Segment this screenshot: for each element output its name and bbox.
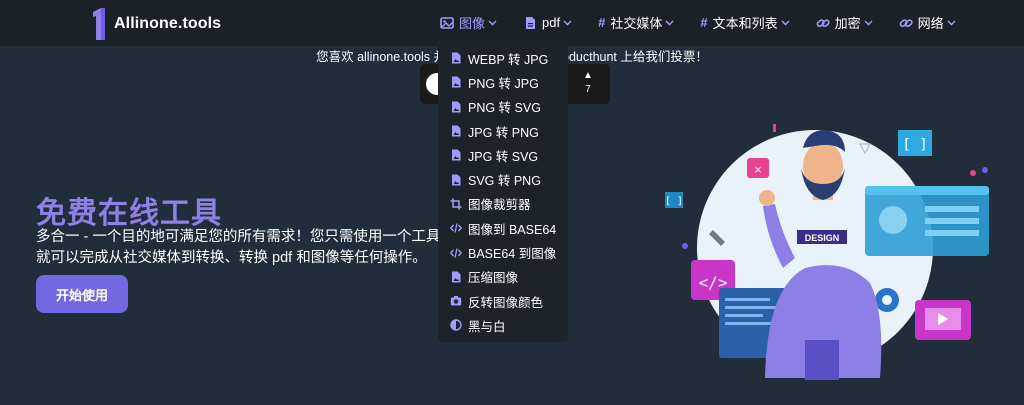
dropdown-item-label: PNG 转 JPG <box>468 76 539 91</box>
dropdown-item-webp-to-jpg[interactable]: WEBP 转 JPG <box>438 46 568 70</box>
dropdown-item-compress-image[interactable]: 压缩图像 <box>438 265 568 289</box>
dropdown-item-label: 图像到 BASE64 <box>468 222 557 237</box>
dropdown-item-label: 反转图像颜色 <box>468 295 544 310</box>
nav-item-label: 文本和列表 <box>712 16 778 31</box>
image-tools-dropdown: WEBP 转 JPG PNG 转 JPG PNG 转 SVG JPG 转 PNG… <box>438 38 568 342</box>
nav-item-label: 社交媒体 <box>610 16 663 31</box>
dropdown-item-jpg-to-png[interactable]: JPG 转 PNG <box>438 119 568 143</box>
dropdown-item-image-cropper[interactable]: 图像裁剪器 <box>438 192 568 216</box>
dropdown-item-label: 黑与白 <box>468 319 506 334</box>
dropdown-item-label: JPG 转 PNG <box>468 125 539 140</box>
dropdown-item-label: 图像裁剪器 <box>468 198 531 213</box>
nav-item-image[interactable]: 图像 <box>440 13 497 32</box>
nav-item-pdf[interactable]: pdf <box>523 15 572 30</box>
get-started-button[interactable]: 开始使用 <box>36 275 128 313</box>
hero-title: 免费在线工具 <box>36 197 222 230</box>
dropdown-item-label: WEBP 转 JPG <box>468 52 549 67</box>
upvote-arrow-icon: ▲ <box>583 70 593 81</box>
chevron-down-icon <box>665 20 674 25</box>
dropdown-item-label: SVG 转 PNG <box>468 174 541 189</box>
dropdown-item-label: PNG 转 SVG <box>468 101 541 116</box>
image-icon <box>440 16 454 29</box>
nav-item-encryption[interactable]: 加密 <box>816 13 873 32</box>
dropdown-item-svg-to-png[interactable]: SVG 转 PNG <box>438 167 568 191</box>
upvote-counter: ▲ 7 <box>580 69 596 97</box>
svg-text:×: × <box>754 162 762 177</box>
chevron-down-icon <box>864 20 873 25</box>
nav-item-label: 加密 <box>834 16 861 31</box>
chevron-down-icon <box>488 20 497 25</box>
dropdown-item-label: JPG 转 SVG <box>468 149 539 164</box>
file-image-icon <box>452 125 461 137</box>
hash-icon: # <box>598 15 606 30</box>
dropdown-item-image-to-base64[interactable]: 图像到 BASE64 <box>438 216 568 240</box>
logo-mark-icon <box>93 8 105 40</box>
nav-item-label: pdf <box>542 15 561 30</box>
code-icon <box>450 247 462 258</box>
dropdown-item-png-to-jpg[interactable]: PNG 转 JPG <box>438 70 568 94</box>
code-icon <box>450 223 462 233</box>
nav-item-social-media[interactable]: # 社交媒体 <box>598 13 674 32</box>
dropdown-item-label: BASE64 到图像 <box>468 247 557 262</box>
file-image-icon <box>452 101 461 113</box>
hero-illustration: [ ] [ ] </> DESIGN × <box>665 124 989 380</box>
file-image-icon <box>452 149 461 161</box>
link-icon <box>899 18 913 27</box>
dropdown-item-black-and-white[interactable]: 黑与白 <box>438 313 568 337</box>
svg-text:[ ]: [ ] <box>665 196 683 207</box>
contrast-icon <box>450 319 462 332</box>
chevron-down-icon <box>947 20 956 25</box>
dropdown-item-invert-colors[interactable]: 反转图像颜色 <box>438 289 568 313</box>
svg-text:DESIGN: DESIGN <box>805 233 840 243</box>
nav-item-text-list[interactable]: # 文本和列表 <box>700 13 790 32</box>
logo-text: Allinone.tools <box>114 15 222 32</box>
hash-icon: # <box>700 15 708 30</box>
nav-item-network[interactable]: 网络 <box>899 13 956 32</box>
crop-icon <box>450 198 462 210</box>
svg-text:</>: </> <box>699 273 728 292</box>
file-image-icon <box>452 174 461 186</box>
camera-icon <box>450 296 462 306</box>
file-image-icon <box>452 52 461 64</box>
file-icon <box>526 16 536 29</box>
nav-item-label: 网络 <box>917 16 944 31</box>
hero-description: 多合一 - 一个目的地可满足您的所有需求！您只需使用一个工具就可以完成从社交媒体… <box>36 229 441 266</box>
file-image-icon <box>452 271 461 283</box>
file-image-icon <box>452 76 461 88</box>
dropdown-item-base64-to-image[interactable]: BASE64 到图像 <box>438 240 568 264</box>
upvote-count: 7 <box>585 84 591 95</box>
chevron-down-icon <box>563 20 572 25</box>
dropdown-item-png-to-svg[interactable]: PNG 转 SVG <box>438 95 568 119</box>
dropdown-item-label: 压缩图像 <box>468 271 519 286</box>
link-icon <box>816 18 830 27</box>
logo[interactable]: Allinone.tools <box>91 8 221 40</box>
dropdown-item-jpg-to-svg[interactable]: JPG 转 SVG <box>438 143 568 167</box>
nav-menu: 图像 pdf # 社交媒体 # 文本和列表 加 <box>440 13 956 32</box>
svg-text:[ ]: [ ] <box>902 137 927 153</box>
nav-item-label: 图像 <box>459 16 486 31</box>
chevron-down-icon <box>781 20 790 25</box>
